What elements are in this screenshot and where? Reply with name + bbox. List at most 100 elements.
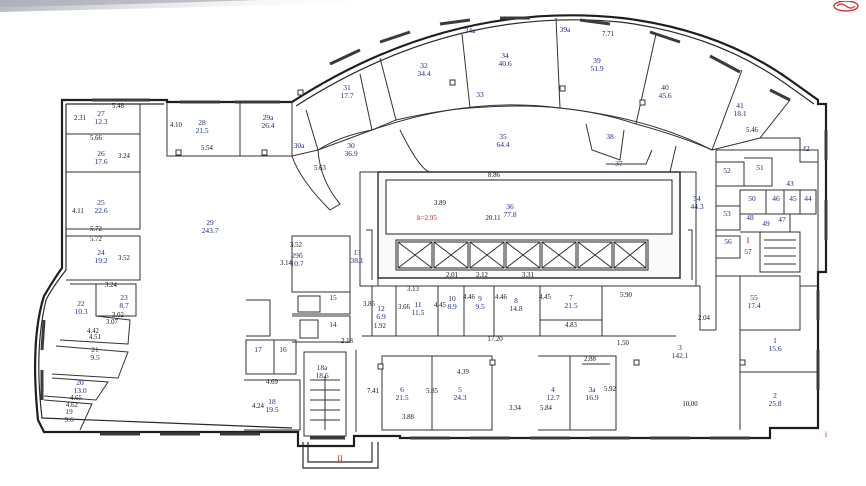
room-number: 37 <box>615 159 623 168</box>
dimension-label: 3.07 <box>106 319 118 326</box>
dimension-label: 2.12 <box>476 272 488 279</box>
dimension-label: 4.65 <box>70 395 82 402</box>
room-number: 41 <box>736 101 744 110</box>
dimension-label: 5.72 <box>90 236 102 243</box>
dimension-label: 4.46 <box>495 294 507 301</box>
room-area: 12.7 <box>546 393 559 402</box>
room-number: 8 <box>514 296 518 305</box>
room-area: 13.0 <box>73 386 86 395</box>
room-number: 9 <box>478 294 482 303</box>
room-area: 16.9 <box>585 393 598 402</box>
room-area: 243.7 <box>202 226 219 235</box>
room-number: 53 <box>723 209 731 218</box>
ceiling-height-note: h=2.95 <box>417 214 437 222</box>
office-row <box>362 285 716 337</box>
room-number: 49 <box>762 219 770 228</box>
room-area: 9.5 <box>475 302 485 311</box>
room-number: 40 <box>661 83 669 92</box>
dimension-label: 20.11 <box>485 215 500 222</box>
room-area: 19.5 <box>265 405 278 414</box>
room-area: 17.7 <box>340 91 353 100</box>
columns <box>175 79 746 370</box>
room-area: 51.9 <box>590 64 603 73</box>
dimension-label: 5.92 <box>604 386 616 393</box>
room-number: 57 <box>744 247 752 256</box>
room-area: 21.5 <box>564 301 577 310</box>
room-number: 12 <box>377 304 385 313</box>
room-number: 11 <box>414 300 421 309</box>
room-number: 26 <box>97 149 105 158</box>
room-number: 28 <box>198 118 206 127</box>
room-number: 35 <box>499 132 507 141</box>
room-number: 4 <box>551 385 555 394</box>
room-area: 17.6 <box>94 157 107 166</box>
room-number: 1 <box>773 336 777 345</box>
room-area: 25.8 <box>768 399 781 408</box>
room-area: 38.1 <box>350 256 363 265</box>
room-labels: 2712.32617.62522.62419.22210.3238.7219.5… <box>64 25 812 424</box>
room-number: 19 <box>65 407 73 416</box>
room-number: 44 <box>804 194 812 203</box>
dimension-label: 4.45 <box>539 294 551 301</box>
dimension-label: 4.46 <box>463 294 475 301</box>
dimension-label: 3.31 <box>522 272 534 279</box>
room-number: 38 <box>606 132 614 141</box>
room-area: 9.6 <box>64 415 74 424</box>
room-area: 44.3 <box>690 202 703 211</box>
room-number: 43 <box>786 179 794 188</box>
room-area: 12.3 <box>94 117 107 126</box>
room-area: 64.4 <box>496 140 509 149</box>
entrance-mark: II <box>337 454 343 463</box>
room-number: 32 <box>420 61 428 70</box>
room-number: 2 <box>773 391 777 400</box>
room-area: 40.6 <box>498 59 511 68</box>
service-block-left <box>244 235 351 437</box>
dimension-label: 4.10 <box>170 122 182 129</box>
dimension-label: 2.31 <box>74 115 86 122</box>
room-number: 24 <box>97 248 105 257</box>
room-number: 54 <box>693 194 701 203</box>
room-number: 34а <box>465 26 477 35</box>
room-area: 142.1 <box>672 351 689 360</box>
dimension-label: 2.88 <box>584 356 596 363</box>
room-area: 14.8 <box>509 304 522 313</box>
room-number: 21 <box>91 345 99 354</box>
room-area: 18.6 <box>315 371 328 380</box>
corner-logo-icon <box>832 0 860 12</box>
room-area: 36.9 <box>344 149 357 158</box>
left-wing-partitions <box>43 102 292 431</box>
dimension-label: 3.88 <box>402 414 414 421</box>
room-number: 36 <box>506 202 514 211</box>
room-area: 18.1 <box>733 109 746 118</box>
dimension-label: 3.34 <box>509 405 521 412</box>
room-number: 33 <box>476 90 484 99</box>
room-number: 27 <box>97 109 105 118</box>
dimension-label: 2.18 <box>341 338 353 345</box>
lower-offices <box>355 350 617 432</box>
entrance-mark: i <box>825 430 828 439</box>
room-number: 29б <box>291 251 303 260</box>
room-number: 46 <box>772 194 780 203</box>
header-decoration <box>0 0 866 14</box>
dimension-labels: 5.482.315.663.244.115.725.723.523.243.02… <box>66 31 758 421</box>
dimension-label: 1.92 <box>374 323 386 330</box>
dimension-label: 4.24 <box>252 403 264 410</box>
height-note: h=2.95 <box>417 214 437 222</box>
room-number: 20 <box>76 378 84 387</box>
dimension-label: 5.66 <box>90 135 102 142</box>
central-core <box>359 171 697 287</box>
elevator-shafts <box>397 241 647 269</box>
room-number: 50 <box>748 194 756 203</box>
dimension-label: 3.52 <box>118 255 130 262</box>
room-number: 18а <box>317 363 329 372</box>
room-number: 55 <box>750 293 758 302</box>
entrance-mark: I <box>747 236 750 245</box>
dimension-label: 4.51 <box>89 334 101 341</box>
dimension-label: 8.86 <box>488 172 500 179</box>
dimension-label: 5.84 <box>540 405 552 412</box>
room-number: 25 <box>97 198 105 207</box>
room-number: 30 <box>347 141 355 150</box>
dimension-label: 3.52 <box>290 242 302 249</box>
